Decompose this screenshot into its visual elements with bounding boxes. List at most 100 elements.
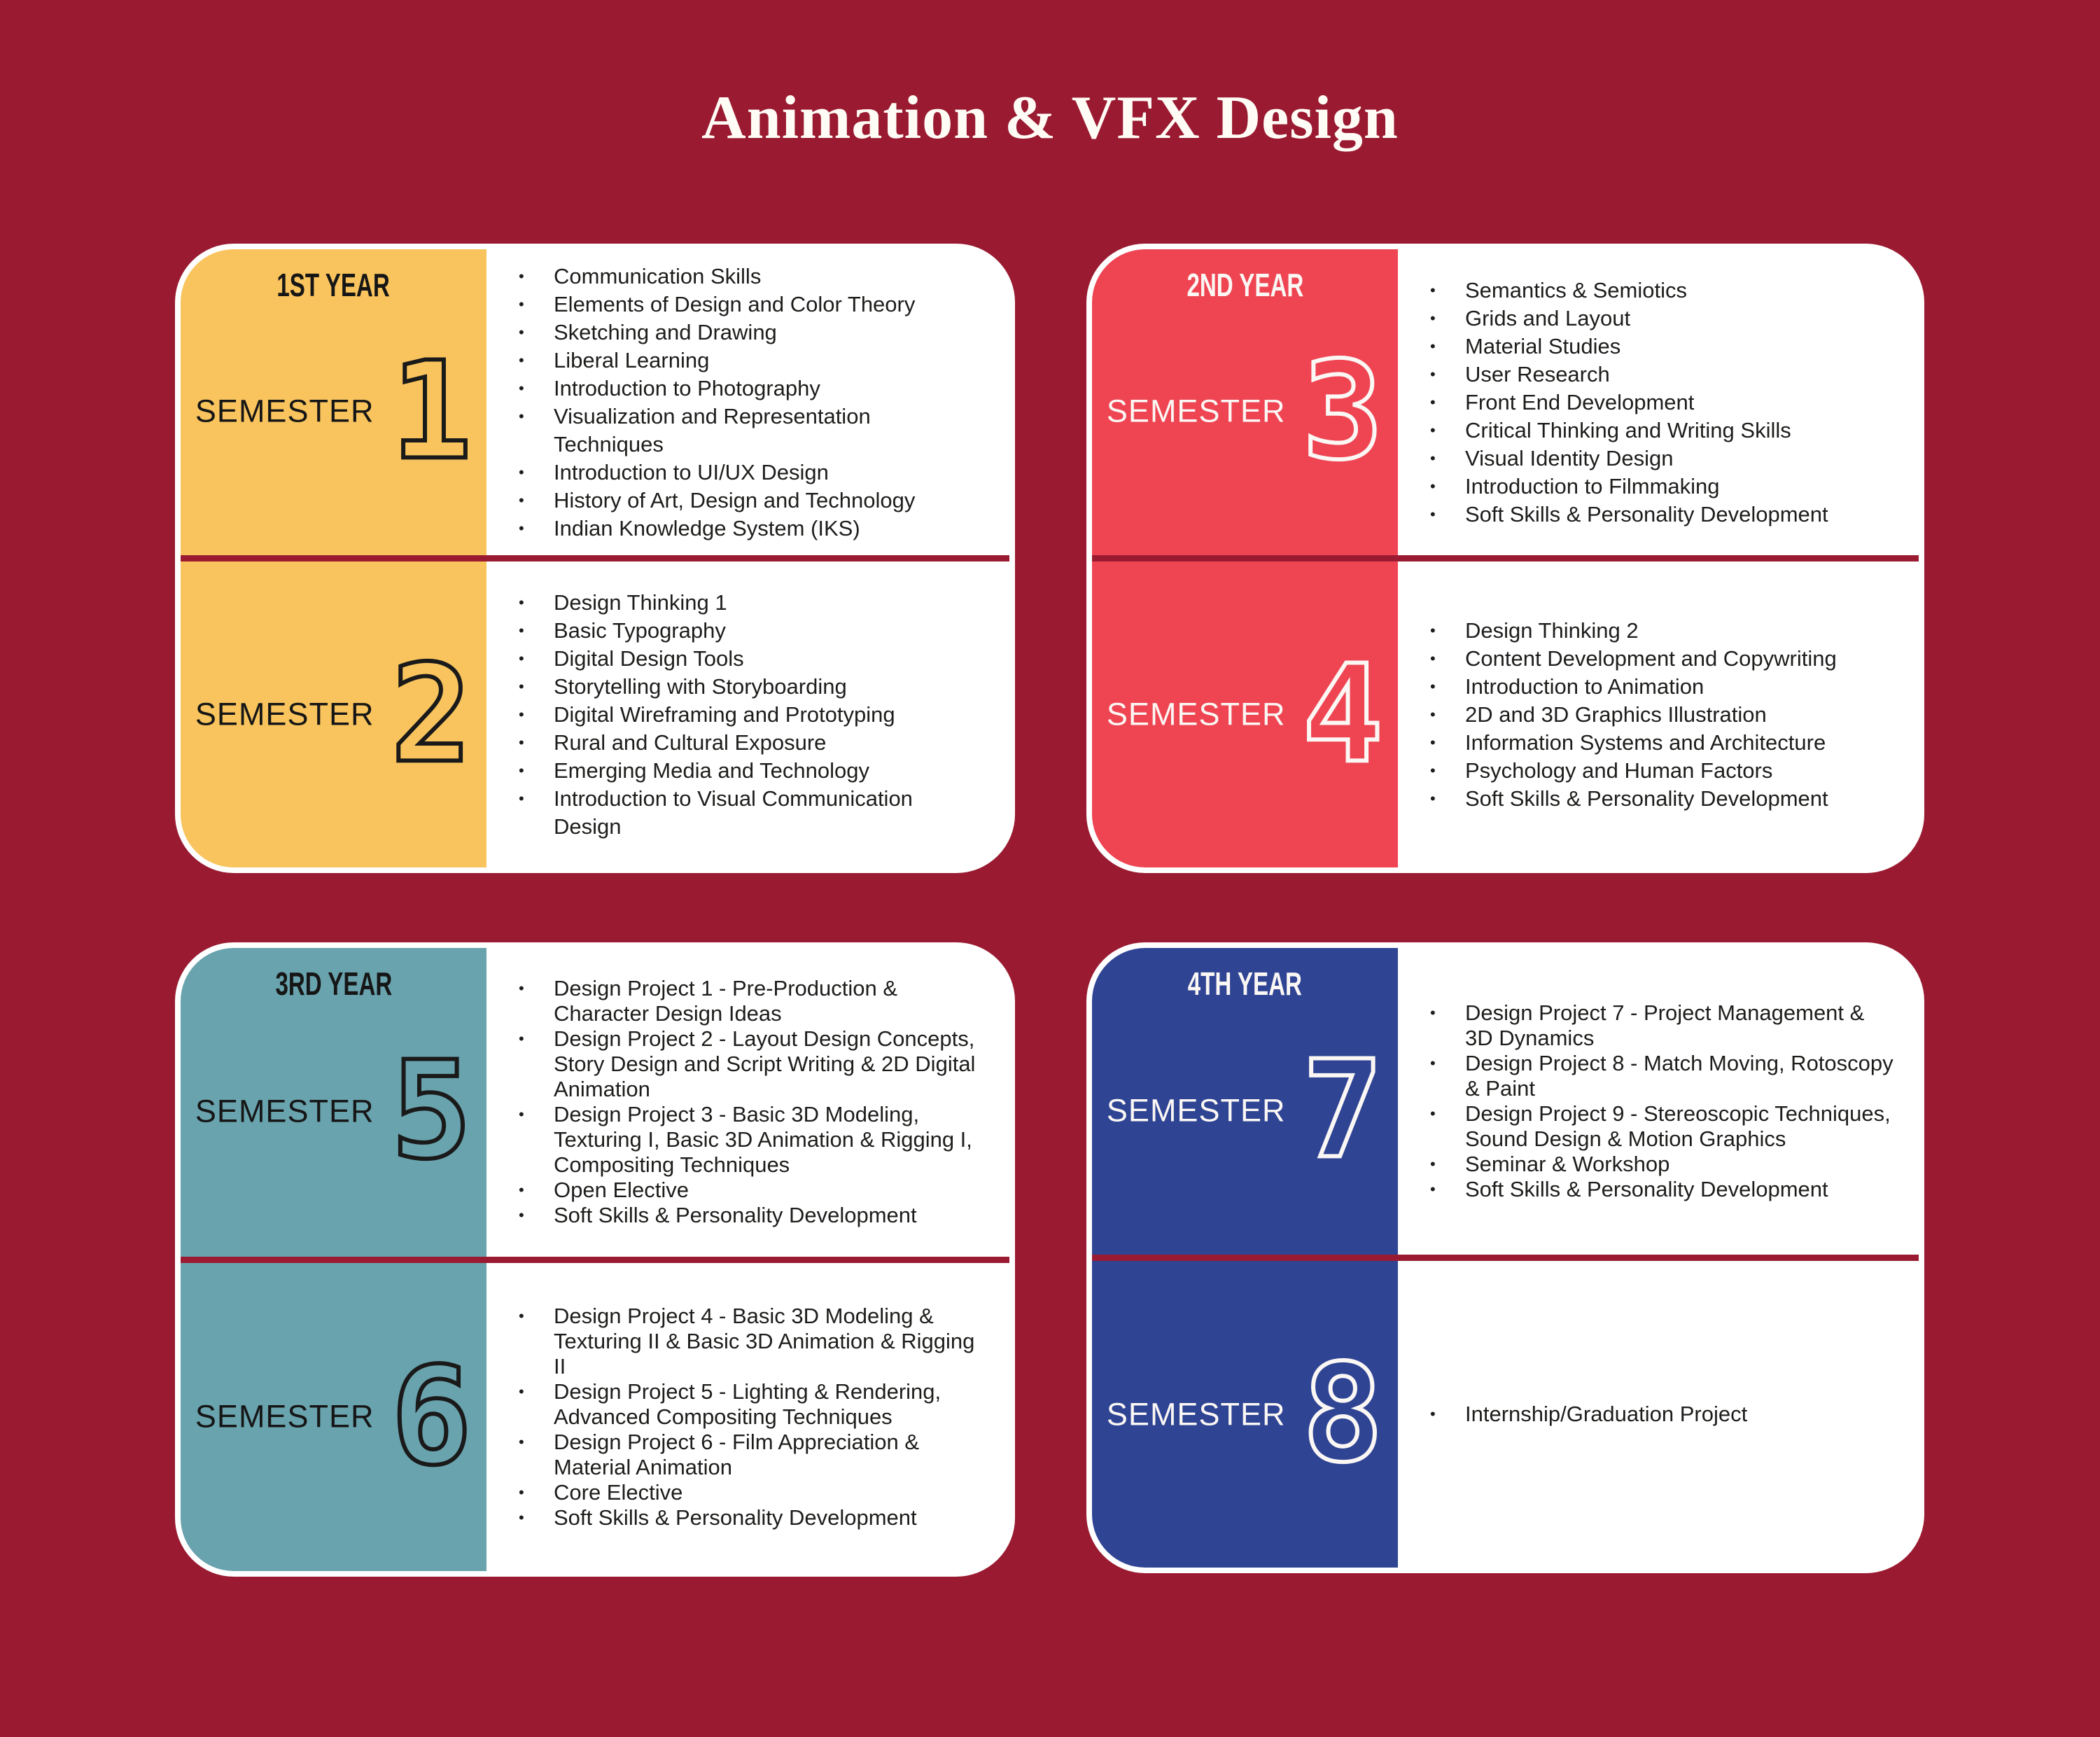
bullet-dot-icon: • [1430,1105,1436,1122]
course-name: Emerging Media and Technology [554,758,869,783]
bullet-dot-icon: • [1430,505,1436,523]
bullet-dot-icon: • [519,789,524,807]
card-divider [181,1256,1009,1263]
course-name: Front End Development [1465,389,1695,414]
course-name: Elements of Design and Color Theory [554,291,916,316]
semester-7-panel: 4TH YEAR SEMESTER 7 [1092,948,1398,1255]
course-name: Seminar & Workshop [1465,1152,1670,1176]
course-name: Soft Skills & Personality Development [1465,501,1828,526]
course-item: •Design Project 8 - Match Moving, Rotosc… [1430,1051,1895,1101]
course-item: • Introduction to Visual Communication De… [519,785,986,841]
course-name: Critical Thinking and Writing Skills [1465,417,1791,442]
semester-word: SEMESTER [1106,696,1286,732]
semester-word: SEMESTER [1106,1092,1286,1129]
year-label-4: 4TH YEAR [1187,965,1303,1002]
semester-6-courses: •Design Project 4 - Basic 3D Modeling & … [486,1262,1009,1571]
bullet-dot-icon: • [519,491,524,509]
course-item: •Design Project 4 - Basic 3D Modeling & … [519,1304,986,1379]
semester-number-4: 4 [1300,636,1385,793]
course-name: Soft Skills & Personality Development [1465,1177,1828,1201]
course-name: Design Thinking 2 [1465,618,1639,643]
course-item: •Design Project 2 - Layout Design Concep… [519,1026,986,1102]
semester-number-5: 5 [388,1033,474,1190]
bullet-dot-icon: • [1430,789,1436,807]
semester-word: SEMESTER [1106,393,1286,429]
semester-3-row: 2ND YEAR SEMESTER 3 • Semantics & Semioti… [1092,249,1919,555]
bullet-dot-icon: • [519,379,524,397]
semester-3-panel: 2ND YEAR SEMESTER 3 [1092,249,1398,555]
semester-8-row: SEMESTER 8 •Internship/Graduation Projec… [1092,1261,1919,1568]
bullet-dot-icon: • [1430,649,1436,667]
semester-8-courses: •Internship/Graduation Project [1398,1261,1919,1568]
bullet-dot-icon: • [1430,393,1436,411]
semester-1-panel: 1ST YEAR SEMESTER 1 [181,249,486,555]
semester-word: SEMESTER [195,393,374,429]
bullet-dot-icon: • [1430,1405,1436,1423]
bullet-dot-icon: • [519,621,524,639]
course-name: Design Project 4 - Basic 3D Modeling & T… [554,1303,975,1379]
course-name: Soft Skills & Personality Development [554,1203,917,1228]
course-item: •Indian Knowledge System (IKS) [519,515,986,543]
course-item: •Design Project 1 - Pre-Production & Cha… [519,976,986,1026]
semester-8-panel: SEMESTER 8 [1092,1261,1398,1568]
course-name: Information Systems and Architecture [1465,730,1826,755]
course-name: Storytelling with Storyboarding [554,674,847,699]
course-item: •Internship/Graduation Project [1430,1402,1895,1427]
course-name: Digital Wireframing and Prototyping [554,702,895,727]
semester-2-courses: •Design Thinking 1•Basic Typography•Digi… [486,561,1009,867]
bullet-dot-icon: • [519,593,524,611]
card-divider [1092,1255,1919,1261]
bullet-dot-icon: • [519,979,524,998]
course-item: • Sketching and Drawing [519,319,986,347]
bullet-dot-icon: • [1430,421,1436,439]
course-name: Material Studies [1465,333,1621,358]
year-label-1: 1ST YEAR [276,267,391,303]
course-item: • Critical Thinking and Writing Skills [1430,417,1895,445]
course-item: •Introduction to UI/UX Design [519,459,986,487]
course-item: • Soft Skills & Personality Development [1430,501,1895,529]
semester-1-courses: •Communication Skills•Elements of Design… [486,249,1009,555]
semester-4-panel: SEMESTER 4 [1092,561,1398,867]
course-name: Design Project 8 - Match Moving, Rotosco… [1465,1051,1893,1101]
semester-number-1: 1 [388,333,474,490]
semester-5-courses: •Design Project 1 - Pre-Production & Cha… [486,948,1009,1257]
bullet-dot-icon: • [519,407,524,425]
course-item: •History of Art, Design and Technology [519,487,986,515]
course-item: •Design Thinking 2 [1430,617,1895,645]
course-name: Content Development and Copywriting [1465,646,1837,671]
card-divider [1092,555,1919,561]
course-name: Design Project 9 - Stereoscopic Techniqu… [1465,1101,1891,1151]
semester-word: SEMESTER [195,1093,374,1129]
course-item: •Rural and Cultural Exposure [519,729,986,757]
course-item: • Soft Skills & Personality Development [1430,1177,1895,1202]
course-item: •Digital Design Tools [519,645,986,673]
course-item: •Visual Identity Design [1430,445,1895,473]
course-name: Introduction to Visual Communication Des… [554,786,913,839]
course-item: •Core Elective [519,1480,986,1505]
course-name: 2D and 3D Graphics Illustration [1465,702,1767,727]
course-name: Semantics & Semiotics [1465,277,1687,302]
course-item: •Storytelling with Storyboarding [519,673,986,701]
course-item: •Introduction to Filmmaking [1430,473,1895,501]
semester-2-heading: SEMESTER 2 [181,645,486,783]
semester-2-panel: SEMESTER 2 [181,561,486,867]
semester-4-row: SEMESTER 4 •Design Thinking 2•Content De… [1092,561,1919,867]
semester-7-courses: •Design Project 7 - Project Management &… [1398,948,1919,1255]
semester-word: SEMESTER [1106,1396,1286,1432]
course-name: Design Thinking 1 [554,590,727,615]
bullet-dot-icon: • [1430,1180,1436,1198]
course-item: •Design Project 7 - Project Management &… [1430,1000,1895,1051]
year-label-2: 2ND YEAR [1186,267,1303,303]
course-item: •Seminar & Workshop [1430,1152,1895,1177]
course-item: •Liberal Learning [519,347,986,375]
course-name: Sketching and Drawing [554,319,777,344]
semester-8-heading: SEMESTER 8 [1092,1345,1398,1484]
course-item: •User Research [1430,361,1895,389]
course-name: Core Elective [554,1479,683,1505]
course-item: •Design Project 5 - Lighting & Rendering… [519,1379,986,1430]
year-card-1: 1ST YEAR SEMESTER 1 •Communication Skill… [175,244,1015,873]
bullet-dot-icon: • [519,323,524,341]
semester-5-panel: 3RD YEAR SEMESTER 5 [181,948,486,1257]
semester-5-heading: SEMESTER 5 [181,1033,486,1190]
page-title: Animation & VFX Design [701,84,1399,152]
